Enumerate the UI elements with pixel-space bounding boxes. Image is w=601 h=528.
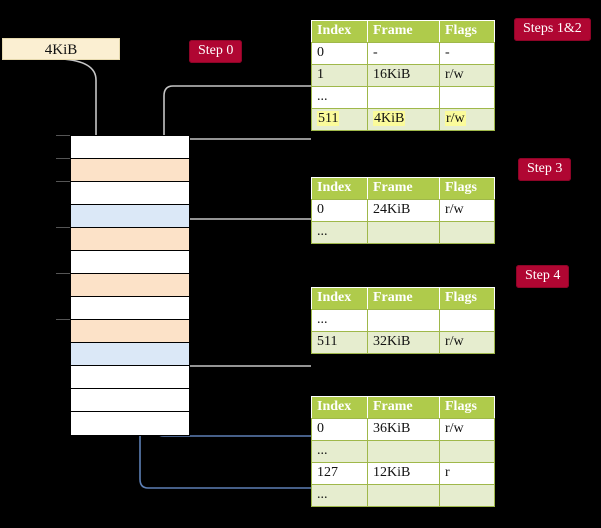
memory-frame-6 — [71, 274, 189, 297]
memory-tick-8 — [56, 319, 70, 320]
memory-frame-7 — [71, 297, 189, 320]
cell-flags: r — [439, 462, 495, 485]
memory-frame-10 — [71, 366, 189, 389]
column-header-flags: Flags — [439, 20, 495, 43]
memory-tick-1 — [56, 158, 70, 159]
cell-flags: r/w — [439, 108, 495, 131]
cell-index: 0 — [311, 42, 368, 65]
table-row: ... — [311, 221, 495, 244]
physical-memory-column — [70, 135, 190, 436]
table-row: ... — [311, 440, 495, 463]
cell-flags: r/w — [439, 331, 495, 354]
wire-l2-to-memory — [180, 218, 311, 294]
column-header-index: Index — [311, 177, 368, 200]
cell-flags — [439, 221, 495, 244]
column-header-index: Index — [311, 287, 368, 310]
table-row: ... — [311, 309, 495, 332]
cell-index: 127 — [311, 462, 368, 485]
highlighted-value: 4KiB — [373, 111, 406, 126]
table-row: ... — [311, 484, 495, 507]
request-size-label: 4KiB — [44, 42, 78, 58]
cell-flags: r/w — [439, 199, 495, 222]
memory-frame-1 — [71, 159, 189, 182]
step-label-step4: Step 4 — [516, 265, 570, 288]
cell-frame — [367, 440, 440, 463]
cell-frame — [367, 309, 440, 332]
cell-index: ... — [311, 221, 368, 244]
cell-index: 1 — [311, 64, 368, 87]
memory-tick-2 — [56, 181, 70, 182]
cell-flags — [439, 86, 495, 109]
cell-flags — [439, 440, 495, 463]
cell-frame: 16KiB — [367, 64, 440, 87]
step-label-steps12: Steps 1&2 — [514, 18, 591, 41]
memory-frame-12 — [71, 412, 189, 435]
wire-l3-to-memory — [174, 321, 311, 367]
memory-frame-0 — [71, 136, 189, 159]
cell-index: ... — [311, 440, 368, 463]
cell-index: 511 — [311, 331, 368, 354]
highlighted-value: r/w — [445, 111, 466, 126]
table-row: 0-- — [311, 42, 495, 65]
memory-frame-9 — [71, 343, 189, 366]
cell-frame: 12KiB — [367, 462, 440, 485]
cell-index: ... — [311, 309, 368, 332]
table-row: 511 4KiB r/w — [311, 108, 495, 131]
column-header-frame: Frame — [367, 287, 440, 310]
cell-frame: 24KiB — [367, 199, 440, 222]
cell-index: 0 — [311, 418, 368, 441]
memory-frame-3 — [71, 205, 189, 228]
column-header-frame: Frame — [367, 396, 440, 419]
column-header-index: Index — [311, 396, 368, 419]
step-label-step3: Step 3 — [518, 158, 572, 181]
memory-frame-11 — [71, 389, 189, 412]
column-header-index: Index — [311, 20, 368, 43]
cell-frame — [367, 86, 440, 109]
table-row: ... — [311, 86, 495, 109]
request-size-box: 4KiB — [2, 38, 120, 60]
memory-tick-0 — [56, 135, 70, 136]
step-label-step0: Step 0 — [189, 40, 243, 63]
column-header-flags: Flags — [439, 396, 495, 419]
cell-flags: r/w — [439, 418, 495, 441]
cell-frame: - — [367, 42, 440, 65]
cell-index: ... — [311, 484, 368, 507]
cell-flags: - — [439, 42, 495, 65]
memory-tick-4 — [56, 227, 70, 228]
cell-frame: 36KiB — [367, 418, 440, 441]
highlighted-value: 511 — [317, 111, 340, 126]
cell-frame: 4KiB — [367, 108, 440, 131]
cell-frame — [367, 221, 440, 244]
cell-flags: r/w — [439, 64, 495, 87]
column-header-flags: Flags — [439, 287, 495, 310]
cell-flags — [439, 484, 495, 507]
column-header-frame: Frame — [367, 20, 440, 43]
memory-frame-5 — [71, 251, 189, 274]
column-header-flags: Flags — [439, 177, 495, 200]
memory-frame-2 — [71, 182, 189, 205]
cell-index: 0 — [311, 199, 368, 222]
cell-frame — [367, 484, 440, 507]
memory-frame-4 — [71, 228, 189, 251]
memory-tick-6 — [56, 273, 70, 274]
cell-frame: 32KiB — [367, 331, 440, 354]
cell-index: 511 — [311, 108, 368, 131]
cell-flags — [439, 309, 495, 332]
column-header-frame: Frame — [367, 177, 440, 200]
cell-index: ... — [311, 86, 368, 109]
wire-l1-511-to-memory — [179, 138, 311, 155]
memory-frame-8 — [71, 320, 189, 343]
